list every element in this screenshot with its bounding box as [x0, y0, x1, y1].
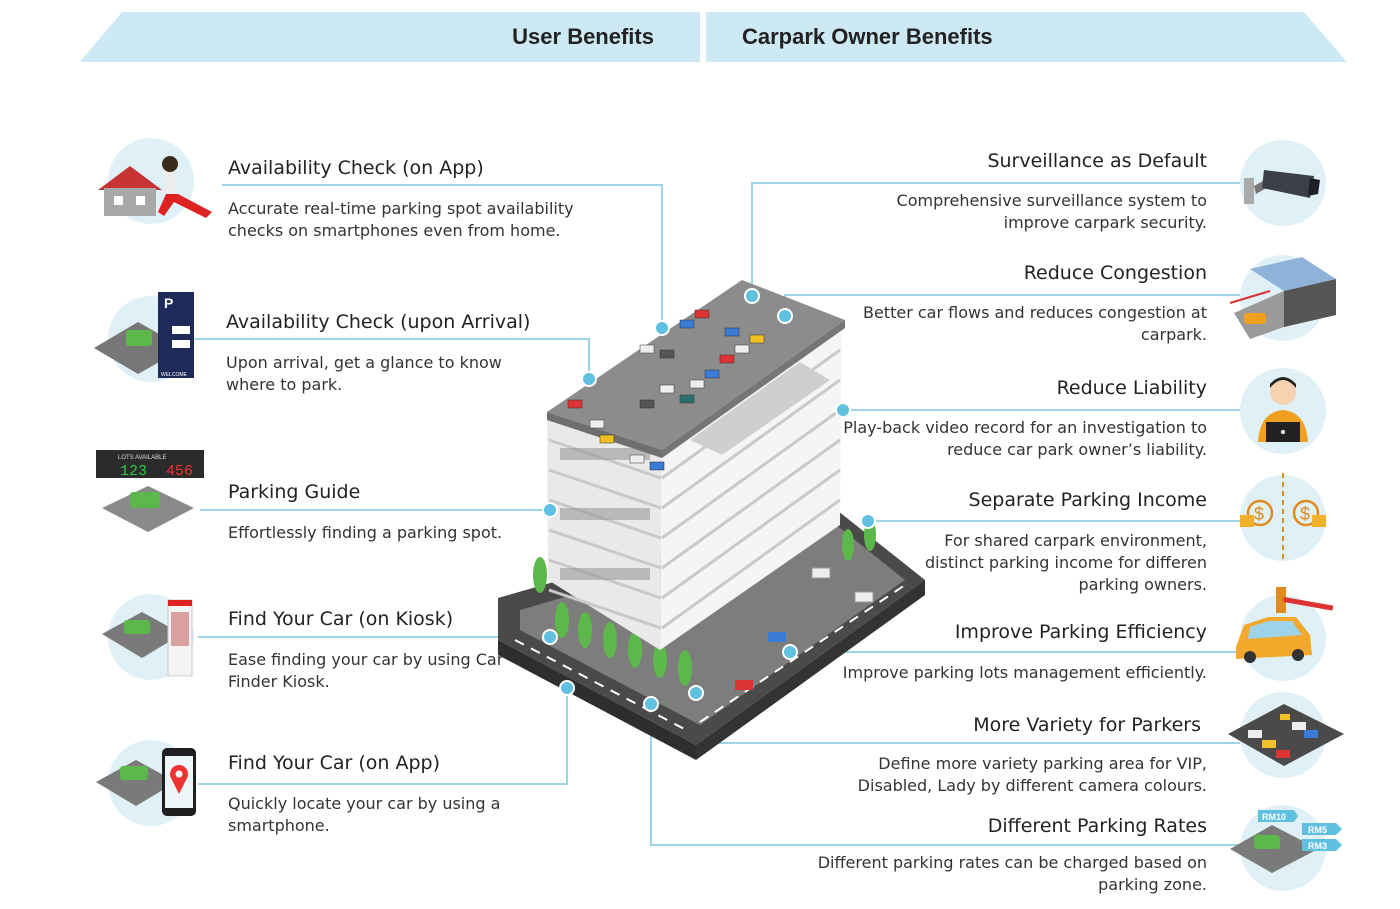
svg-text:$: $ — [1254, 504, 1264, 524]
svg-text:RM3: RM3 — [1308, 841, 1327, 851]
reduce-congestion-desc: Better car flows and reduces congestion … — [862, 303, 1207, 344]
availability-app-desc: Accurate real-time parking spot availabi… — [228, 199, 574, 240]
parking-rates-desc: Different parking rates can be charged b… — [817, 853, 1207, 894]
user-benefits-banner: User Benefits — [80, 12, 700, 62]
more-variety-desc: Define more variety parking area for VIP… — [857, 754, 1207, 795]
improve-efficiency-desc: Improve parking lots management efficien… — [842, 663, 1207, 682]
building-illustration — [498, 280, 925, 760]
home-app-icon — [98, 138, 212, 224]
operator-icon — [1240, 368, 1326, 454]
availability-arrival-title: Availability Check (upon Arrival) — [226, 311, 531, 333]
availability-arrival-desc: Upon arrival, get a glance to know where… — [226, 353, 502, 394]
parking-guide-desc: Effortlessly finding a parking spot. — [228, 523, 503, 542]
improve-efficiency-title: Improve Parking Efficiency — [954, 621, 1207, 643]
svg-text:RM5: RM5 — [1308, 825, 1327, 835]
availability-app-title: Availability Check (on App) — [228, 157, 484, 179]
svg-text:P: P — [164, 295, 173, 311]
carpark-entrance-icon — [1229, 255, 1336, 341]
reduce-congestion-title: Reduce Congestion — [1023, 262, 1207, 284]
find-car-app-desc: Quickly locate your car by using a smart… — [228, 794, 501, 835]
find-car-kiosk-desc: Ease finding your car by using Car Finde… — [228, 650, 504, 691]
svg-text:456: 456 — [166, 463, 193, 480]
find-car-kiosk-title: Find Your Car (on Kiosk) — [228, 608, 454, 630]
cctv-camera-icon — [1240, 140, 1326, 226]
income-coins-icon: $ $ — [1240, 473, 1326, 561]
arrival-sign-icon: P WELCOME — [94, 292, 194, 382]
more-variety-title: More Variety for Parkers — [973, 714, 1201, 736]
separate-income-title: Separate Parking Income — [968, 489, 1207, 511]
svg-text:123: 123 — [120, 463, 147, 480]
kiosk-icon — [102, 594, 194, 680]
user-benefits-heading: User Benefits — [512, 24, 654, 49]
parking-guide-icon: LOTS AVAILABLE 123 456 — [96, 450, 204, 538]
find-car-app-title: Find Your Car (on App) — [228, 752, 440, 774]
separate-income-desc: For shared carpark environment, distinct… — [924, 531, 1207, 594]
parking-zones-icon — [1228, 692, 1344, 778]
svg-text:LOTS AVAILABLE: LOTS AVAILABLE — [118, 455, 166, 461]
rate-zones-icon: RM10 RM5 RM3 — [1230, 805, 1342, 891]
owner-benefits-banner: Carpark Owner Benefits — [706, 12, 1347, 62]
parking-rates-title: Different Parking Rates — [987, 815, 1207, 837]
surveillance-title: Surveillance as Default — [987, 150, 1207, 172]
surveillance-desc: Comprehensive surveillance system to imp… — [896, 191, 1207, 232]
find-car-app-icon — [96, 740, 196, 826]
svg-text:WELCOME: WELCOME — [161, 372, 188, 378]
reduce-liability-desc: Play-back video record for an investigat… — [843, 418, 1207, 459]
parking-guide-title: Parking Guide — [228, 481, 361, 503]
svg-text:RM10: RM10 — [1262, 812, 1286, 822]
car-barrier-icon — [1236, 587, 1334, 681]
owner-benefits-heading: Carpark Owner Benefits — [742, 24, 993, 49]
svg-text:$: $ — [1300, 504, 1310, 524]
reduce-liability-title: Reduce Liability — [1056, 377, 1207, 399]
